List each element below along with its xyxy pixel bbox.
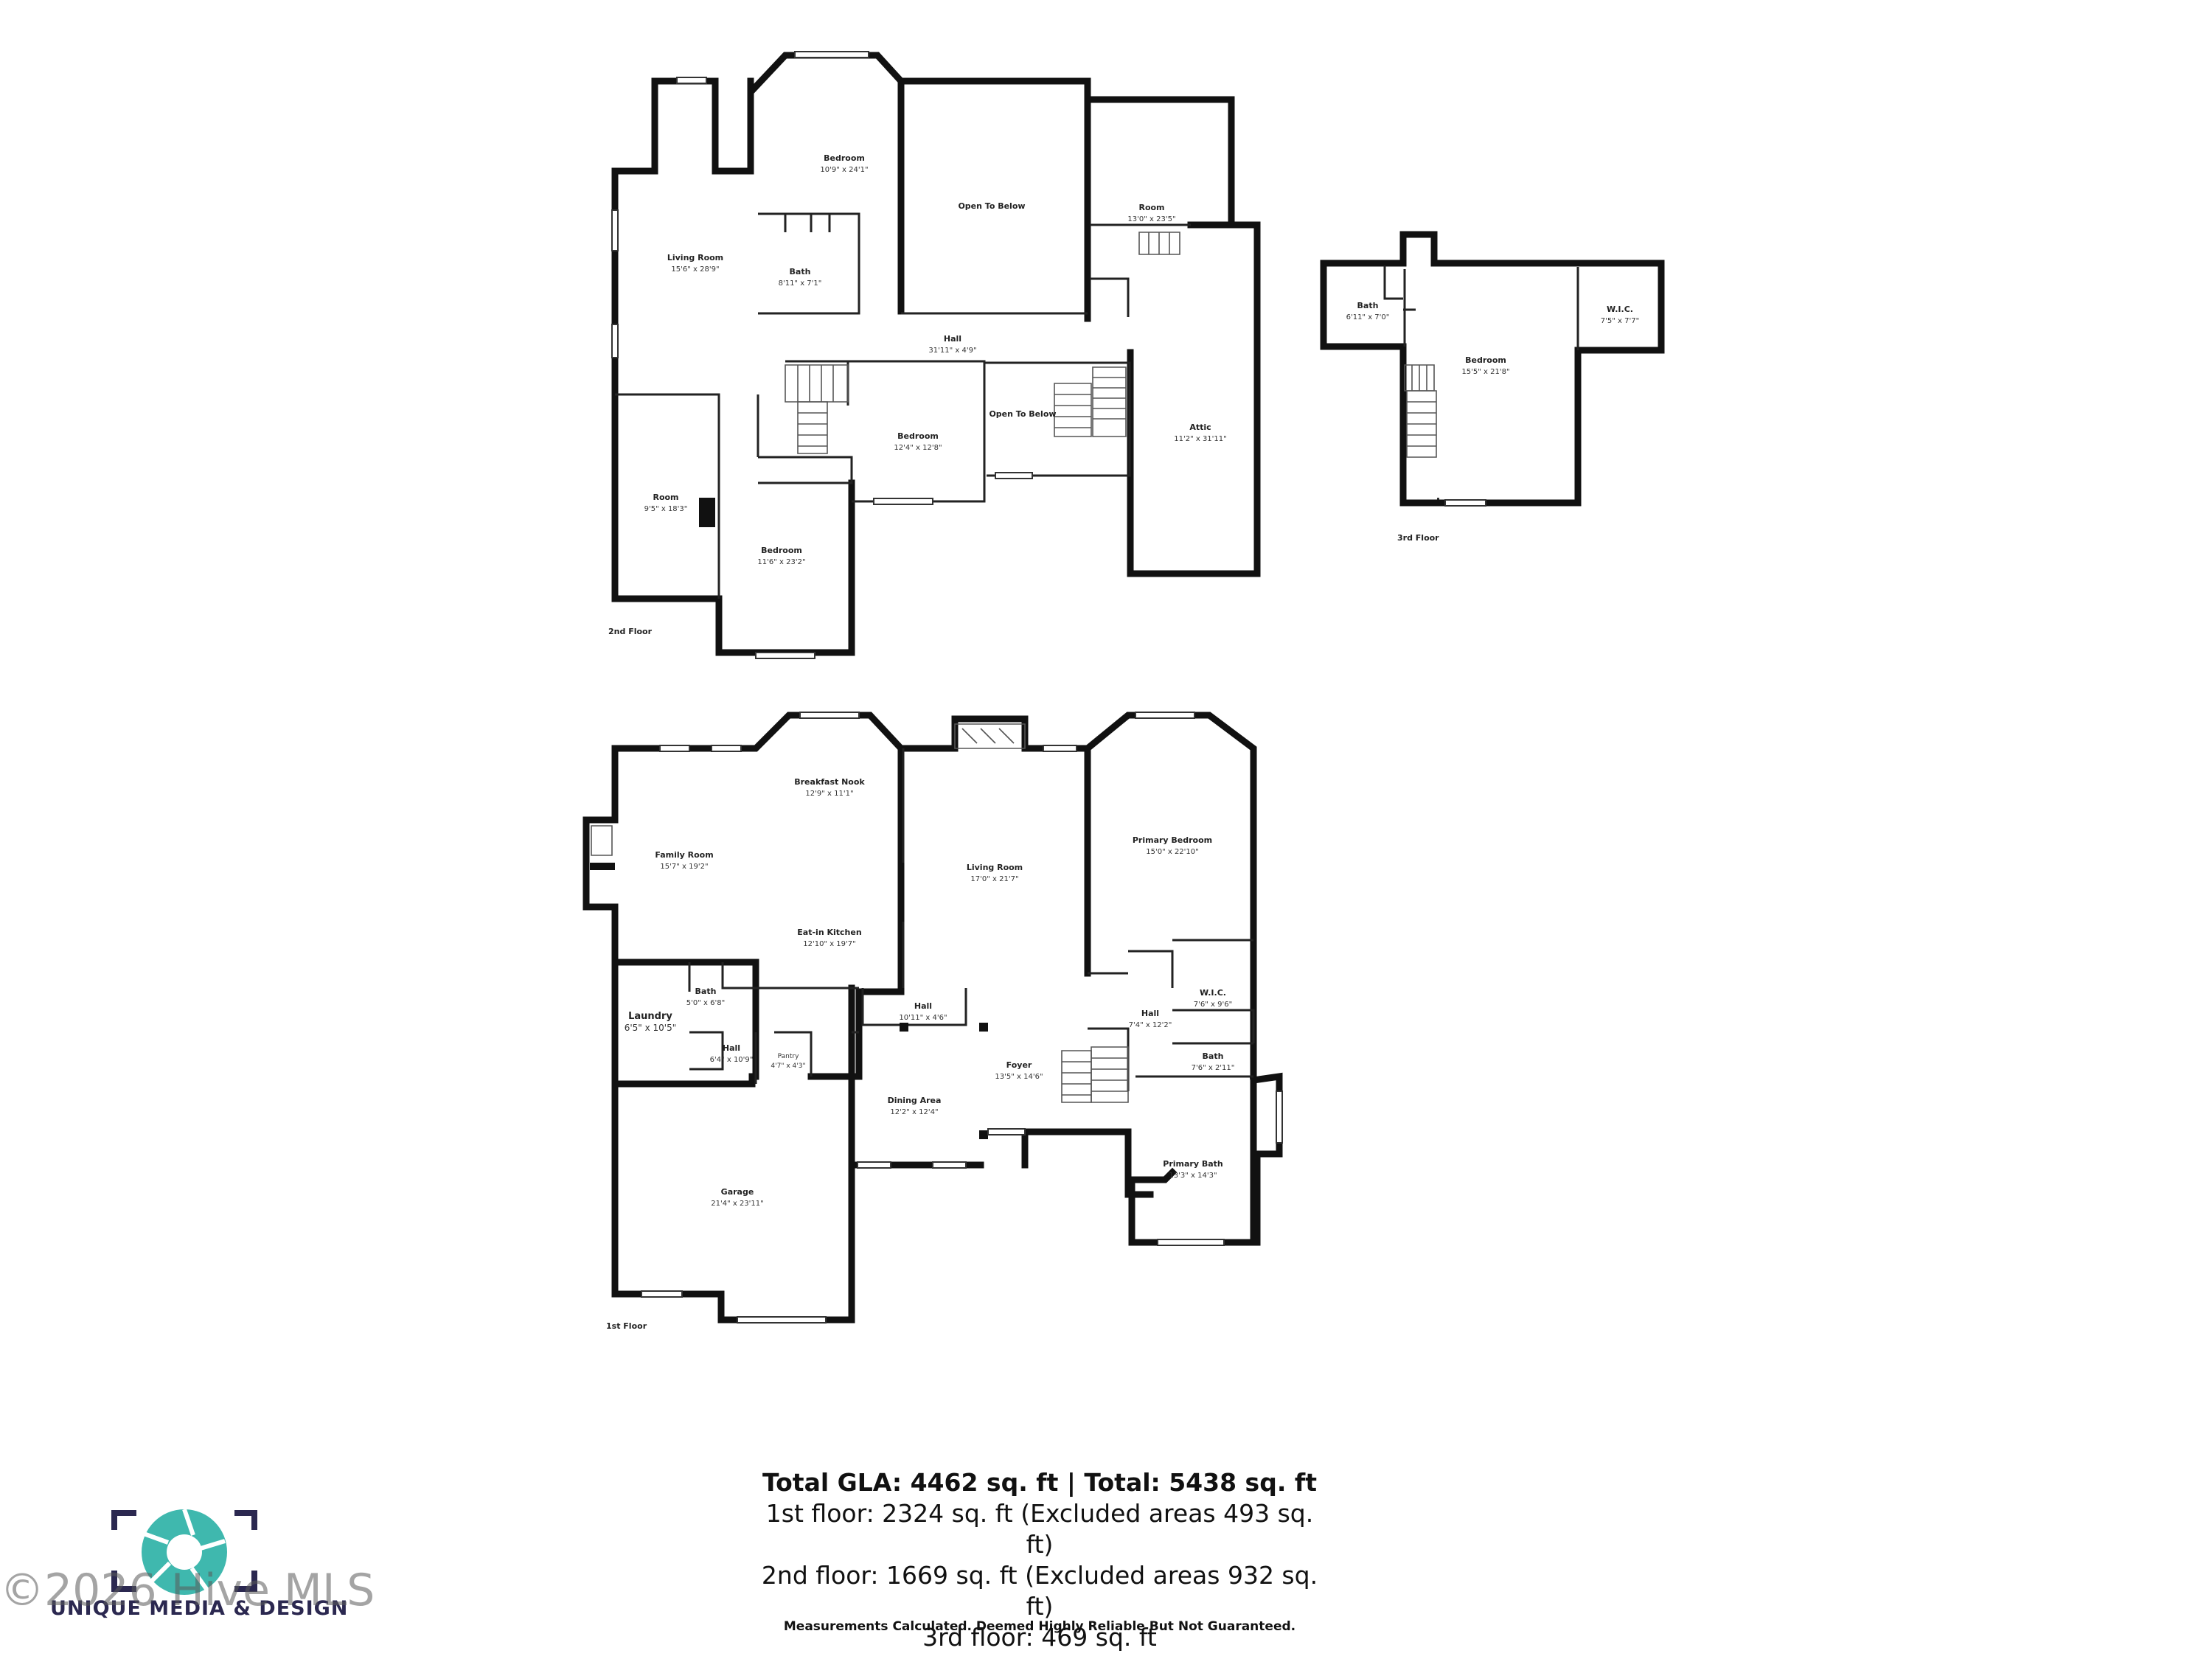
room-label: Primary Bath: [1163, 1159, 1222, 1169]
first-floor-area: 1st floor: 2324 sq. ft (Excluded areas 4…: [765, 1499, 1314, 1559]
room-dims: 13'0" x 23'5": [1127, 215, 1175, 223]
room-label: Bath: [1203, 1051, 1224, 1061]
room-label: Living Room: [967, 863, 1023, 872]
room-dims: 13'3" x 14'3": [1169, 1172, 1217, 1180]
room-dims: 9'5" x 18'3": [644, 505, 688, 513]
room-label: Laundry: [628, 1011, 672, 1022]
room-label: Family Room: [655, 850, 713, 860]
third-floor-area: 3rd floor: 469 sq. ft: [922, 1623, 1157, 1652]
room-label: Living Room: [667, 253, 723, 262]
room-dims: 7'6" x 2'11": [1192, 1064, 1235, 1072]
room-label: Foyer: [1006, 1060, 1032, 1070]
room-label: Bedroom: [824, 153, 865, 163]
room-dims: 10'9" x 24'1": [820, 166, 868, 174]
room-dims: 7'4" x 12'2": [1129, 1021, 1172, 1029]
total-area: Total GLA: 4462 sq. ft | Total: 5438 sq.…: [762, 1468, 1317, 1497]
room-dims: 11'2" x 31'11": [1174, 435, 1227, 443]
room-dims: 15'0" x 22'10": [1146, 848, 1199, 856]
third-floor-plan: Bath 6'11" x 7'0" W.I.C. 7'5" x 7'7" Bed…: [1320, 231, 1665, 543]
room-dims: 6'11" x 7'0": [1346, 313, 1390, 321]
room-label: Primary Bedroom: [1133, 835, 1212, 845]
room-dims: 12'9" x 11'1": [805, 790, 853, 798]
room-label: Bedroom: [761, 546, 802, 555]
room-dims: 12'10" x 19'7": [803, 940, 856, 948]
room-label: Hall: [914, 1001, 932, 1011]
room-dims: 15'7" x 19'2": [660, 863, 708, 871]
room-dims: 31'11" x 4'9": [928, 347, 976, 355]
room-label: Eat-in Kitchen: [797, 928, 861, 937]
room-dims: 10'11" x 4'6": [899, 1014, 947, 1022]
room-label: Hall: [1141, 1009, 1159, 1018]
room-dims: 17'0" x 21'7": [970, 875, 1018, 883]
room-label: Bath: [695, 987, 717, 996]
room-dims: 6'5" x 10'5": [625, 1023, 677, 1033]
room-label: Room: [1138, 203, 1164, 212]
room-dims: 11'6" x 23'2": [757, 558, 805, 566]
area-summary: Total GLA: 4462 sq. ft | Total: 5438 sq.…: [759, 1467, 1320, 1653]
room-label: Pantry: [778, 1053, 799, 1060]
camera-aperture-icon: [111, 1509, 257, 1595]
room-label: W.I.C.: [1607, 305, 1633, 314]
second-floor-area: 2nd floor: 1669 sq. ft (Excluded areas 9…: [761, 1561, 1318, 1621]
disclaimer: Measurements Calculated. Deemed Highly R…: [783, 1619, 1296, 1634]
room-label: Dining Area: [888, 1096, 942, 1105]
room-dims: 15'6" x 28'9": [671, 265, 719, 274]
logo-text: UNIQUE MEDIA & DESIGN: [50, 1597, 349, 1620]
room-dims: 7'5" x 7'7": [1601, 317, 1639, 325]
room-dims: 6'4" x 10'9": [710, 1056, 754, 1064]
floor-label-second: 2nd Floor: [608, 627, 653, 636]
room-label: Breakfast Nook: [794, 777, 865, 787]
room-label: Bedroom: [897, 431, 939, 441]
room-label: Hall: [944, 334, 961, 344]
room-label: Garage: [721, 1187, 754, 1197]
room-dims: 13'5" x 14'6": [995, 1073, 1043, 1081]
floor-label-first: 1st Floor: [606, 1321, 647, 1331]
room-label: Attic: [1189, 422, 1211, 432]
room-dims: 15'5" x 21'8": [1461, 368, 1509, 376]
room-dims: 12'4" x 12'8": [894, 444, 942, 452]
room-dims: 12'2" x 12'4": [890, 1108, 938, 1116]
watermark: ©2026 Hive MLS: [0, 1565, 375, 1616]
second-floor-plan: Bedroom 10'9" x 24'1" Open To Below Room…: [608, 51, 1439, 659]
room-dims: 5'0" x 6'8": [686, 999, 725, 1007]
room-label: Bath: [790, 267, 811, 276]
room-label: Room: [653, 493, 678, 502]
room-label: Open To Below: [989, 409, 1056, 419]
first-floor-plan: Breakfast Nook 12'9" x 11'1" Family Room…: [582, 712, 1283, 1331]
room-label: Bedroom: [1465, 355, 1506, 365]
room-dims: 7'6" x 9'6": [1194, 1001, 1232, 1009]
room-label: Bath: [1357, 301, 1379, 310]
room-label: Hall: [723, 1043, 740, 1053]
room-label: Open To Below: [958, 201, 1025, 211]
room-dims: 21'4" x 23'11": [711, 1200, 764, 1208]
room-dims: 8'11" x 7'1": [779, 279, 822, 288]
room-label: W.I.C.: [1200, 988, 1226, 998]
room-dims: 4'7" x 4'3": [771, 1062, 805, 1070]
floor-label-third: 3rd Floor: [1397, 533, 1439, 543]
